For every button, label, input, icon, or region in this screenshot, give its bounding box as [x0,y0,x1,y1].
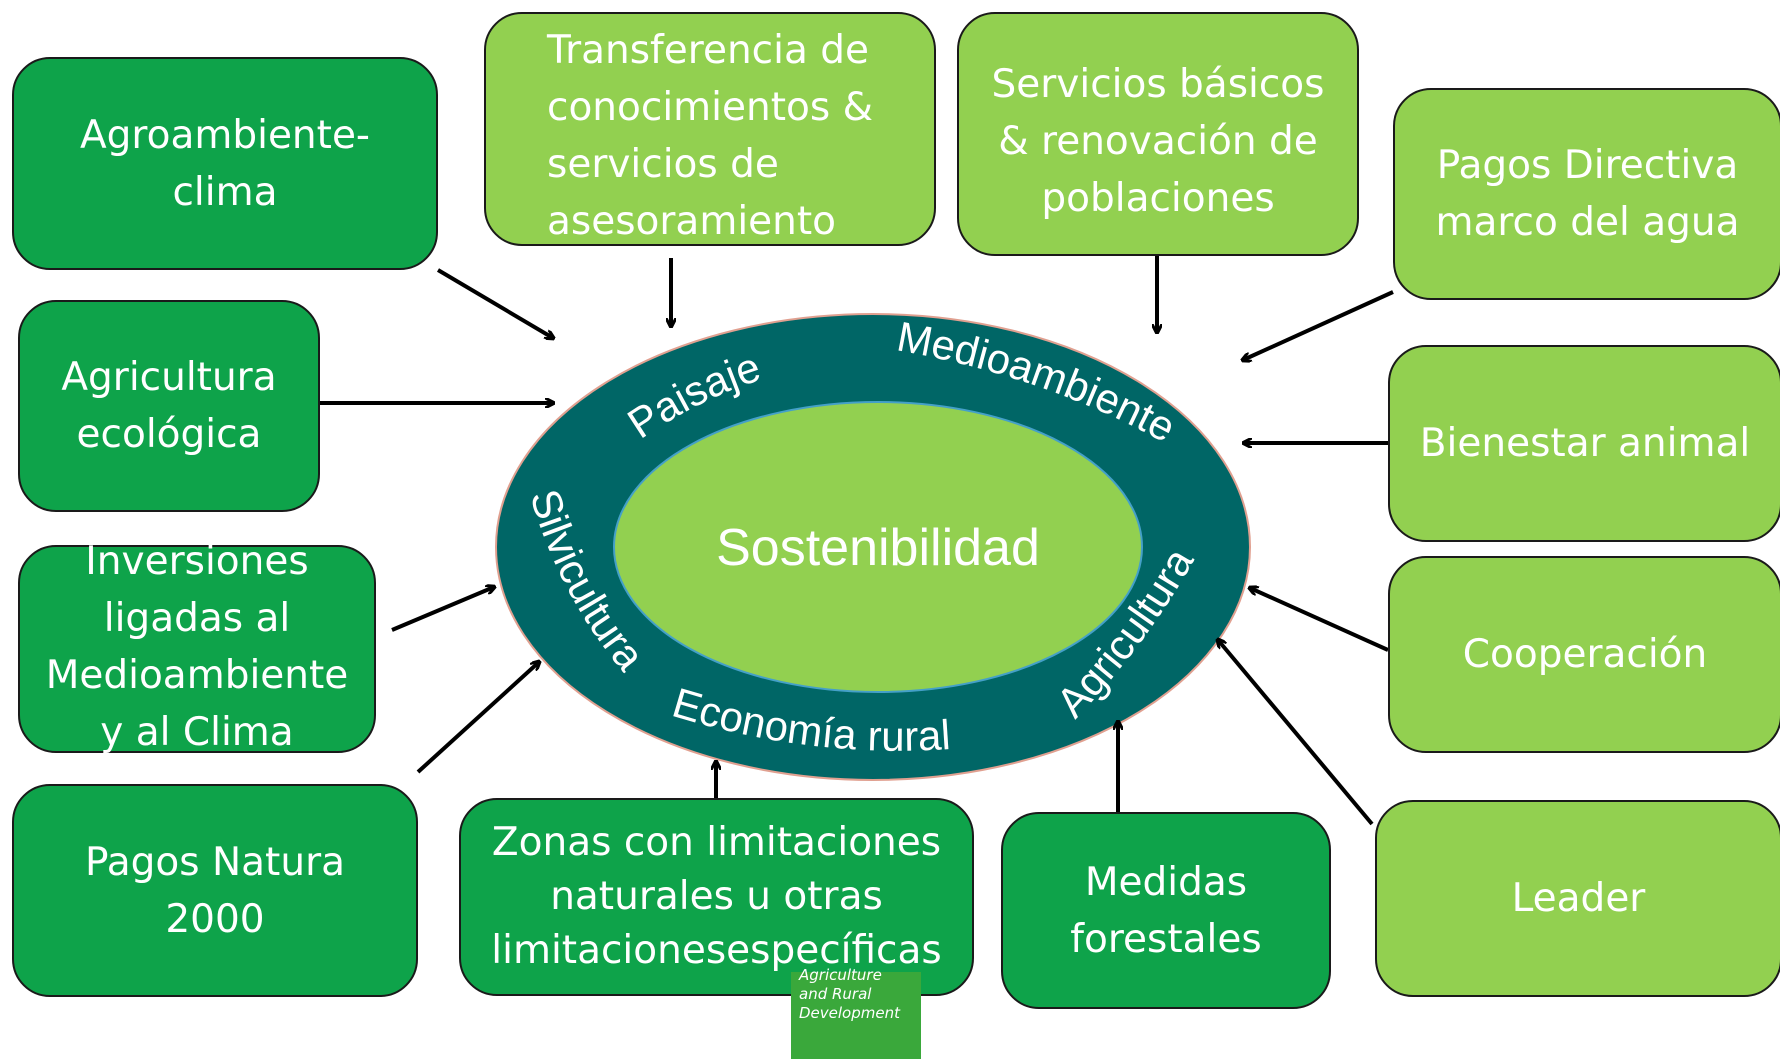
box-pagos-natura-2000: Pagos Natura 2000 [12,784,418,997]
box-inversiones-medioambiente: Inversiones ligadas al Medioambiente y a… [18,539,376,755]
box-zonas-limitaciones-label: Zonas con limitaciones naturales u otras… [491,820,942,973]
box-agroambiente-clima-label: Agroambiente- clima [79,112,371,215]
box-agricultura-ecologica-label: Agricultura ecológica [61,355,277,457]
footer-logo-line2: and Rural [799,985,872,1003]
box-transferencia-conocimientos-label: Transferencia de conocimientos & servici… [547,28,873,244]
box-medidas-forestales: Medidas forestales [1001,812,1331,1009]
box-cooperacion: Cooperación [1388,556,1780,753]
center-ellipse [613,401,1143,693]
box-cooperacion-label: Cooperación [1462,632,1708,677]
box-leader: Leader [1375,800,1780,997]
arrow-natura [416,662,539,774]
box-leader-label: Leader [1511,876,1646,921]
box-servicios-basicos-label: Servicios básicos & renovación de poblac… [991,62,1325,221]
box-servicios-basicos: Servicios básicos & renovación de poblac… [957,12,1359,256]
arrow-inversiones [391,587,494,632]
box-agroambiente-clima: Agroambiente- clima [12,57,438,270]
arrow-agroambiente [436,268,553,338]
box-agricultura-ecologica: Agricultura ecológica [18,300,320,512]
footer-logo: Agriculture and Rural Development [791,966,921,1059]
arrow-leader [1218,640,1374,826]
arrow-pagos-agua [1243,290,1394,360]
center-label: Sostenibilidad [716,519,1040,577]
footer-logo-line1: Agriculture [799,966,882,984]
box-medidas-forestales-label: Medidas forestales [1070,859,1262,962]
box-bienestar-animal-label: Bienestar animal [1419,421,1751,466]
box-transferencia-conocimientos: Transferencia de conocimientos & servici… [484,12,936,246]
box-pagos-natura-2000-label: Pagos Natura 2000 [84,839,345,942]
arrow-cooperacion [1250,588,1389,652]
box-pagos-directiva-agua: Pagos Directiva marco del agua [1393,88,1780,300]
footer-logo-line3: Development [799,1004,900,1022]
box-inversiones-medioambiente-label: Inversiones ligadas al Medioambiente y a… [45,539,349,755]
box-pagos-directiva-agua-label: Pagos Directiva marco del agua [1435,143,1740,245]
box-bienestar-animal: Bienestar animal [1388,345,1780,542]
box-zonas-limitaciones: Zonas con limitaciones naturales u otras… [459,798,974,996]
